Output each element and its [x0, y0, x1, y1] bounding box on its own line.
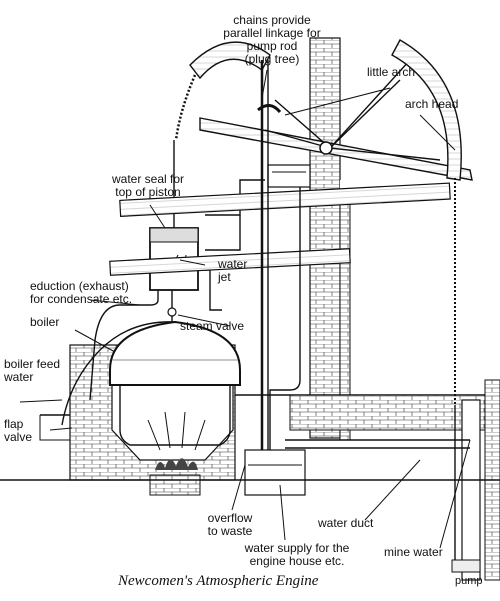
label-boiler: boiler	[30, 315, 60, 329]
label-water-seal: water seal for top of piston	[111, 172, 185, 199]
beam-lower	[109, 248, 351, 276]
brick-column	[309, 37, 341, 439]
label-arch-head: arch head	[405, 97, 459, 111]
label-boiler-feed: boiler feed water	[4, 357, 61, 384]
beam-upper	[119, 182, 451, 217]
pump-box	[451, 559, 481, 573]
label-overflow: overflow to waste	[207, 511, 253, 538]
water-tank	[267, 164, 311, 188]
label-water-duct: water duct	[318, 516, 374, 530]
label-water-supply: water supply for the engine house etc.	[244, 541, 350, 568]
label-little-arch: little arch	[367, 65, 416, 79]
water-duct	[285, 439, 470, 449]
label-steam-valve: steam valve	[180, 319, 245, 333]
left-arch-head	[189, 41, 271, 80]
label-eduction: eduction (exhaust) for condensate etc.	[30, 279, 133, 306]
caption: Newcomen's Atmospheric Engine	[118, 573, 319, 589]
piston-chain	[174, 74, 197, 141]
label-water-jet: water jet	[218, 257, 248, 284]
beam-pivot	[319, 141, 333, 155]
right-arch-head	[391, 39, 462, 181]
label-chains: chains provide parallel linkage for pump…	[223, 13, 321, 66]
cistern	[244, 449, 306, 496]
mine-shaft-pipe	[461, 399, 481, 581]
firebox-base	[149, 474, 201, 496]
label-flap-valve: flap valve	[4, 417, 33, 444]
little-arch	[257, 104, 282, 114]
label-mine-water: mine water	[384, 545, 443, 559]
fire	[155, 458, 198, 470]
label-pump: pump	[455, 575, 483, 587]
